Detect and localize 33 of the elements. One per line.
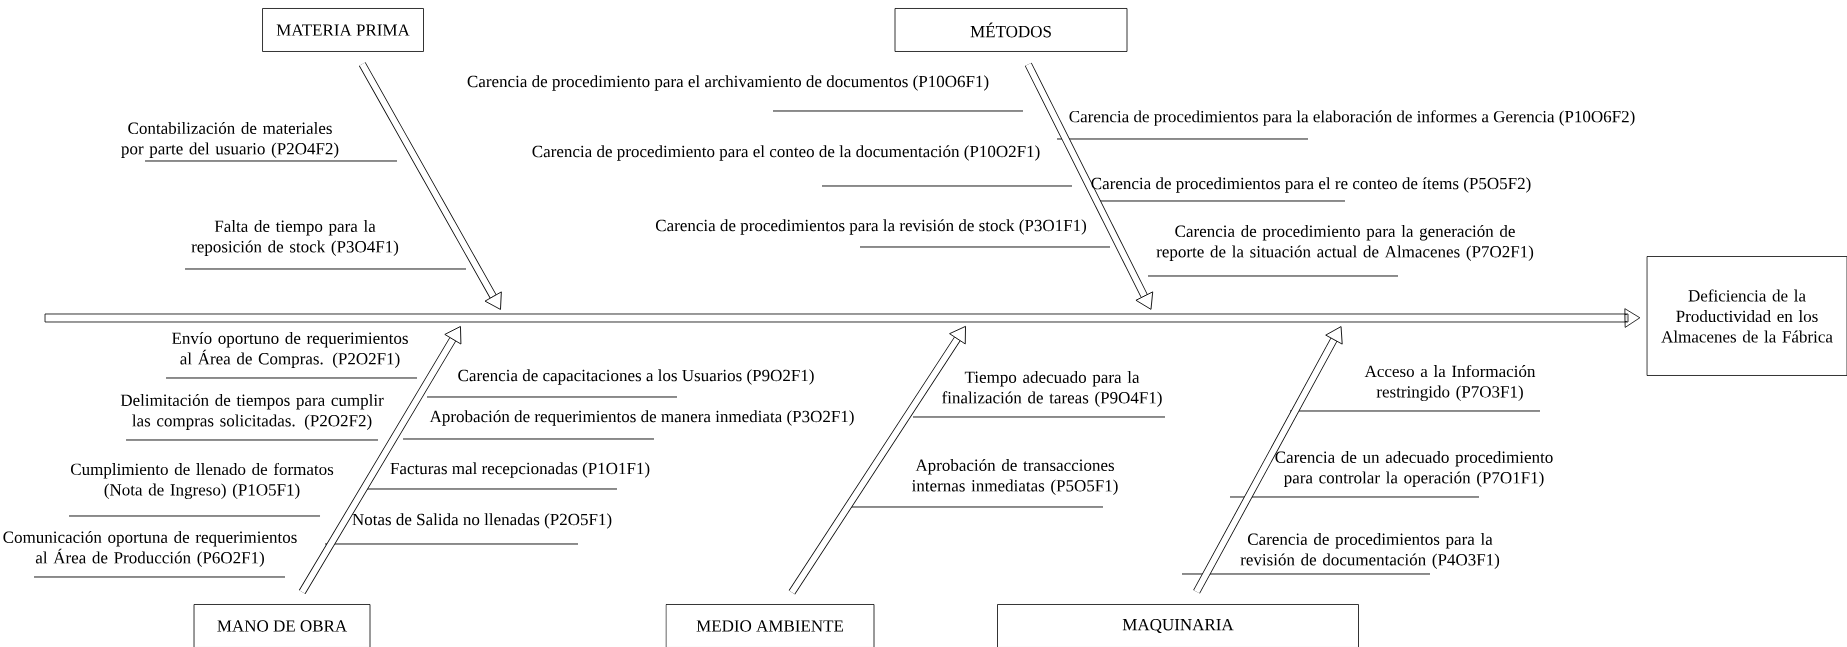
- cause-text: Carencia de procedimientos para la revisión de documentación (P4O3F1): [1240, 533, 1500, 569]
- category-box: MAQUINARIA: [997, 604, 1359, 647]
- cause-text: Carencia de capacitaciones a los Usuarios (P9O2F1): [458, 369, 814, 385]
- block-arrow: [1193, 326, 1343, 594]
- cause-text: Delimitación de tiempos para cumplir las compras solicitadas. (P2O2F2): [120, 394, 384, 430]
- cause-text: Notas de Salida no llenadas (P2O5F1): [352, 513, 612, 529]
- cause-text: Aprobación de requerimientos de manera inmediata (P3O2F1): [429, 410, 854, 426]
- block-arrow: [788, 326, 966, 595]
- cause-text: Facturas mal recepcionadas (P1O1F1): [390, 462, 650, 478]
- category-box: MATERIA PRIMA: [262, 8, 424, 52]
- block-arrow: [1024, 62, 1154, 310]
- cause-text: Carencia de procedimientos para la revisión de stock (P3O1F1): [655, 219, 1087, 235]
- cause-text: Comunicación oportuna de requerimientos al Área de Producción (P6O2F1): [3, 531, 297, 567]
- cause-text: Carencia de procedimiento para el archivamiento de documentos (P10O6F1): [467, 75, 989, 91]
- block-arrow: [1624, 308, 1641, 328]
- effect-box: Deficiencia de la Productividad en los Almacenes de la Fábrica: [1646, 256, 1847, 376]
- cause-text: Carencia de procedimiento para el conteo de la documentación (P10O2F1): [532, 145, 1040, 161]
- category-box: MÉTODOS: [894, 8, 1128, 52]
- cause-text: Carencia de procedimiento para la generación de reporte de la situación actual de Almacenes (P7O2F1): [1156, 225, 1534, 261]
- cause-text: Carencia de procedimientos para la elaboración de informes a Gerencia (P10O6F2): [1069, 110, 1635, 126]
- cause-text: Tiempo adecuado para la finalización de tareas (P9O4F1): [942, 371, 1162, 407]
- cause-text: Acceso a la Información restringido (P7O3F1): [1364, 364, 1536, 402]
- cause-text: Aprobación de transacciones internas inmediatas (P5O5F1): [911, 459, 1118, 495]
- cause-text: Falta de tiempo para la reposición de stock (P3O4F1): [191, 220, 399, 256]
- spine-bar: [44, 313, 1629, 323]
- cause-text: Carencia de procedimientos para el re conteo de ítems (P5O5F2): [1091, 177, 1531, 193]
- block-arrow: [298, 326, 462, 594]
- cause-text: Contabilización de materiales por parte del usuario (P2O4F2): [121, 122, 339, 158]
- cause-text: Cumplimiento de llenado de formatos (Nota de Ingreso) (P1O5F1): [71, 462, 334, 500]
- category-box: MEDIO AMBIENTE: [665, 604, 875, 647]
- cause-text: Carencia de un adecuado procedimiento para controlar la operación (P7O1F1): [1275, 451, 1553, 487]
- category-box: MANO DE OBRA: [193, 604, 371, 647]
- block-arrow: [358, 62, 502, 310]
